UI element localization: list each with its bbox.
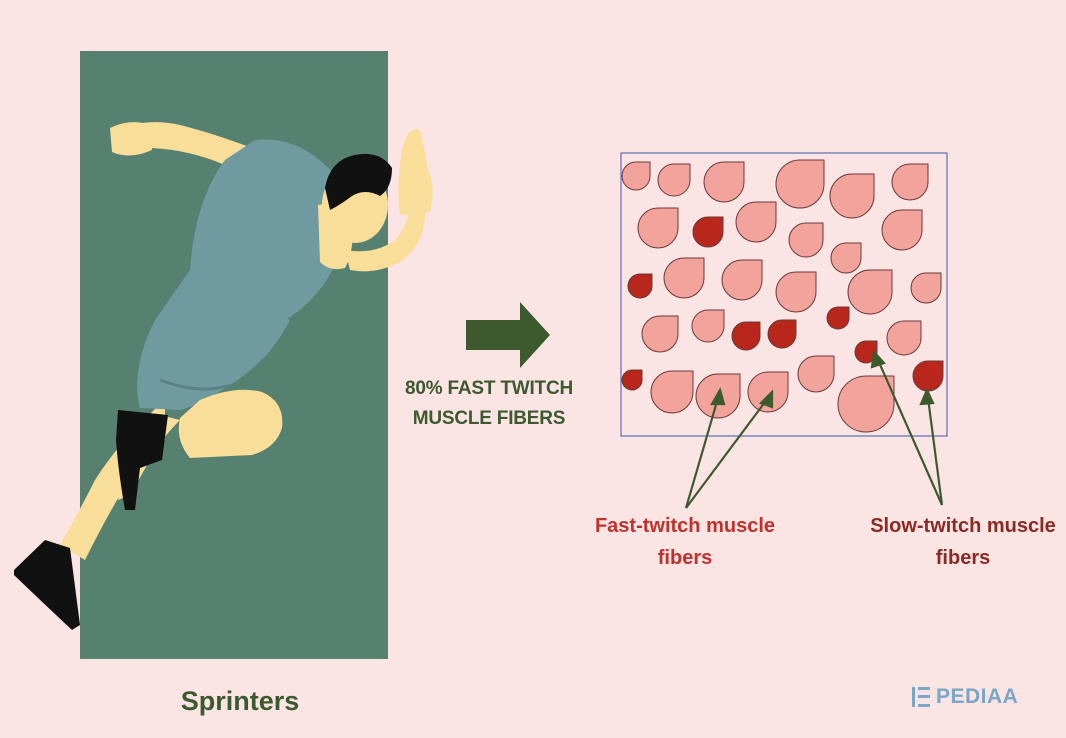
right-arrow-icon bbox=[466, 302, 550, 368]
caption-line-1: 80% FAST TWITCH bbox=[404, 378, 573, 399]
fast-label-line-1: Fast-twitch muscle bbox=[594, 515, 776, 537]
fast-twitch-fiber bbox=[886, 320, 922, 356]
slow-twitch-fiber bbox=[767, 319, 797, 349]
fast-twitch-fiber bbox=[775, 271, 817, 313]
fast-twitch-fiber bbox=[637, 207, 679, 249]
slow-twitch-fiber bbox=[731, 321, 761, 351]
slow-label-line-2: fibers bbox=[935, 547, 991, 569]
fast-twitch-fiber bbox=[788, 222, 824, 258]
fast-twitch-fiber bbox=[830, 242, 862, 274]
slow-fiber-pointers bbox=[870, 349, 944, 506]
fast-twitch-fiber bbox=[657, 163, 691, 197]
fast-twitch-fiber bbox=[621, 161, 651, 191]
muscle-fibers bbox=[621, 159, 944, 433]
pediaa-logo-icon bbox=[912, 687, 930, 707]
slow-label-line-1: Slow-twitch muscle bbox=[870, 515, 1056, 537]
fast-twitch-fiber bbox=[775, 159, 825, 209]
fast-twitch-fiber bbox=[721, 259, 763, 301]
fast-twitch-fiber bbox=[847, 269, 893, 315]
figure-label: Sprinters bbox=[180, 686, 300, 716]
slow-twitch-fiber bbox=[627, 273, 653, 299]
fast-twitch-fiber bbox=[910, 272, 942, 304]
slow-twitch-fiber bbox=[912, 360, 944, 392]
fast-twitch-fiber bbox=[691, 309, 725, 343]
fast-twitch-fiber bbox=[663, 257, 705, 299]
fast-twitch-fiber bbox=[703, 161, 745, 203]
fast-twitch-fiber bbox=[829, 173, 875, 219]
fast-label-line-2: fibers bbox=[657, 547, 713, 569]
slow-twitch-fiber bbox=[692, 216, 724, 248]
sprinter-figure bbox=[14, 122, 433, 630]
fast-twitch-label: Fast-twitch muscle fibers bbox=[580, 510, 790, 574]
fast-twitch-fiber bbox=[891, 163, 929, 201]
brand-name: PEDIAA bbox=[936, 685, 1019, 708]
slow-twitch-fiber bbox=[621, 369, 643, 391]
fast-fiber-pointers bbox=[684, 387, 774, 509]
fast-twitch-fiber bbox=[881, 209, 923, 251]
fast-twitch-fiber bbox=[837, 375, 895, 433]
slow-twitch-fiber bbox=[826, 306, 850, 330]
fast-twitch-fiber bbox=[650, 370, 694, 414]
fast-twitch-fiber bbox=[735, 201, 777, 243]
fast-twitch-fiber bbox=[797, 355, 835, 393]
brand-logo: PEDIAA bbox=[912, 680, 1018, 714]
fast-twitch-fiber bbox=[641, 315, 679, 353]
caption-line-2: MUSCLE FIBERS bbox=[412, 408, 566, 429]
slow-twitch-label: Slow-twitch muscle fibers bbox=[860, 510, 1066, 574]
arrow-caption: 80% FAST TWITCH MUSCLE FIBERS bbox=[400, 374, 578, 434]
fast-twitch-fiber bbox=[747, 371, 789, 413]
